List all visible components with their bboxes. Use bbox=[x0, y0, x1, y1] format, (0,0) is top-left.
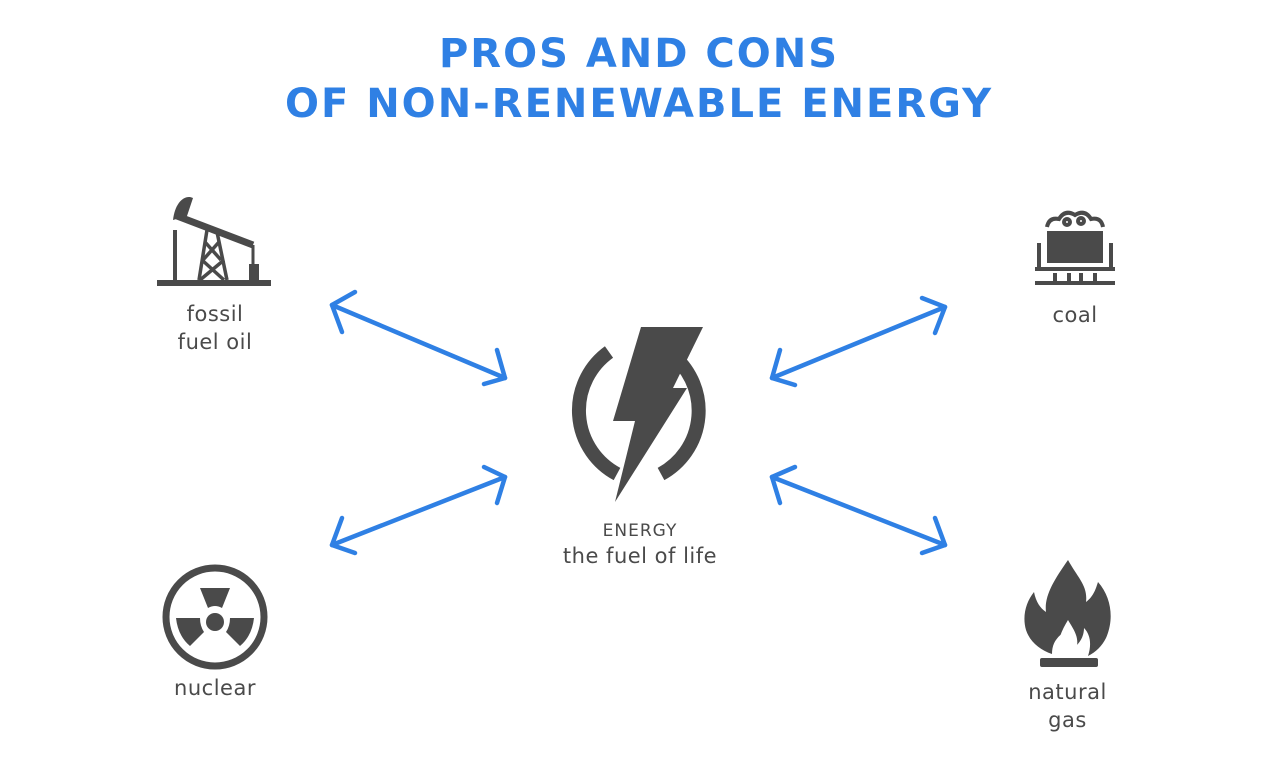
oil-pump-jack-icon bbox=[157, 196, 271, 286]
lightning-bolt-power-icon bbox=[571, 327, 706, 502]
double-arrow-icon-coal bbox=[769, 295, 948, 388]
node-label-line: gas bbox=[1048, 708, 1087, 732]
node-label-line: fuel oil bbox=[177, 330, 253, 354]
node-coal: coal bbox=[1015, 205, 1135, 329]
node-nuclear: nuclear bbox=[140, 562, 290, 702]
center-subheading: the fuel of life bbox=[562, 544, 718, 568]
radiation-icon bbox=[162, 564, 268, 670]
node-label-line: coal bbox=[1052, 303, 1098, 327]
node-label-line: natural bbox=[1028, 680, 1107, 704]
center-energy: ENERGY the fuel of life bbox=[520, 322, 760, 570]
node-label-line: nuclear bbox=[174, 676, 256, 700]
node-fossil-fuel-oil: fossil fuel oil bbox=[140, 190, 290, 356]
double-arrow-icon-natural-gas bbox=[769, 464, 948, 556]
node-natural-gas: natural gas bbox=[995, 558, 1140, 734]
title-line-1: PROS AND CONS bbox=[438, 31, 840, 77]
flame-icon bbox=[1023, 560, 1111, 667]
center-heading: ENERGY bbox=[602, 521, 678, 541]
double-arrow-icon-fossil bbox=[329, 289, 508, 387]
coal-minecart-icon bbox=[1035, 210, 1115, 285]
node-label-line: fossil bbox=[186, 302, 244, 326]
title-line-2: OF NON-RENEWABLE ENERGY bbox=[284, 81, 994, 127]
double-arrow-icon-nuclear bbox=[329, 464, 508, 556]
